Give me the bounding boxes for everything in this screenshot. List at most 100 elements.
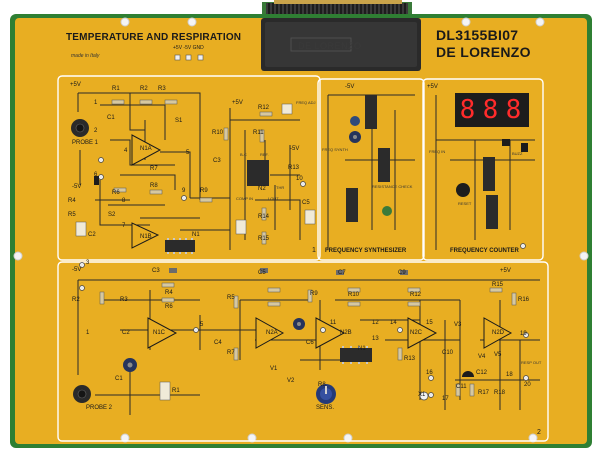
board-title: TEMPERATURE AND RESPIRATION <box>66 32 242 43</box>
label-r6-b: R6 <box>165 304 173 310</box>
label-r7: R7 <box>150 166 158 172</box>
display-driver-module <box>261 18 421 71</box>
label-r15: R15 <box>258 236 270 242</box>
label-n1: N1 <box>192 232 200 238</box>
sensitivity-knob <box>316 384 336 404</box>
label-n1b: N1B <box>140 234 152 240</box>
label-p11: 11 <box>330 320 337 326</box>
label-res-check: RESISTANCE CHECK <box>372 184 413 189</box>
label-r16: R16 <box>518 297 530 303</box>
label-r14: R14 <box>258 214 270 220</box>
label-plus5v-4: +5V <box>500 268 511 274</box>
display-digit-2: 8 <box>482 95 499 125</box>
resistors <box>99 99 517 401</box>
label-r4: R4 <box>68 198 76 204</box>
label-n1c: N1C <box>153 330 166 336</box>
label-v3: V3 <box>454 322 462 328</box>
label-p20: 20 <box>524 382 531 388</box>
frequency-counter-label: FREQUENCY COUNTER <box>450 248 519 254</box>
label-minus5v-2: -5V <box>290 146 300 152</box>
label-freq-adj: FREQ ADJ <box>296 100 316 105</box>
label-r18: R18 <box>494 390 506 396</box>
label-c1: C1 <box>107 115 115 121</box>
integrated-circuits <box>165 95 498 362</box>
label-r10: R10 <box>212 130 224 136</box>
label-c9: C9 <box>398 270 406 276</box>
section-1-number: 1 <box>312 247 316 254</box>
label-r4-b: R4 <box>165 290 173 296</box>
label-minus5v-4: -5V <box>72 267 82 273</box>
mounting-holes <box>13 17 589 443</box>
crystal <box>382 206 392 216</box>
label-c5-b: C5 <box>258 270 266 276</box>
label-n2: N2 <box>258 186 266 192</box>
label-c2: C2 <box>88 232 96 238</box>
label-thr: THR <box>276 185 285 190</box>
label-buzz: BUZZ <box>512 151 523 156</box>
label-v4: V4 <box>478 354 486 360</box>
label-c12: C12 <box>476 370 488 376</box>
label-comp-in: COMP IN <box>236 196 254 201</box>
op-amp-symbols <box>131 134 513 349</box>
label-r6: R6 <box>112 190 120 196</box>
label-c3: C3 <box>213 158 221 164</box>
label-c4: C4 <box>214 340 222 346</box>
label-p5: 5 <box>186 150 190 156</box>
label-p16: 16 <box>426 370 433 376</box>
label-p9: 9 <box>182 188 186 194</box>
probe-2-label: PROBE 2 <box>86 405 113 411</box>
label-v2: V2 <box>287 378 295 384</box>
label-r5: R5 <box>68 212 76 218</box>
capacitors <box>75 103 408 372</box>
chip-marking: DE LORENZO <box>298 41 362 51</box>
label-r1: R1 <box>112 86 120 92</box>
label-plus5v-3: +5V <box>427 84 438 90</box>
label-p7: 7 <box>122 223 126 229</box>
label-r3: R3 <box>158 86 166 92</box>
label-r7-b: R7 <box>227 350 235 356</box>
label-minus5v-1: -5V <box>72 184 82 190</box>
label-c1-b: C1 <box>115 376 123 382</box>
label-i-out: I OUT <box>268 196 279 201</box>
label-p18: 18 <box>506 372 513 378</box>
label-r2: R2 <box>140 86 148 92</box>
probe-1-label: PROBE 1 <box>72 140 99 146</box>
label-freq-in: FREQ IN <box>429 149 446 154</box>
label-s1: S1 <box>175 118 183 124</box>
label-x1: X1 <box>418 392 426 398</box>
label-r12: R12 <box>258 105 270 111</box>
label-n1-b: N1 <box>358 346 366 352</box>
power-labels: +5V -5V GND <box>173 45 204 51</box>
buzzer <box>456 183 470 197</box>
display-digit-3: 8 <box>505 95 522 125</box>
label-c5: C5 <box>302 200 310 206</box>
brand-logo: DE LORENZO <box>436 44 531 60</box>
transistors <box>94 139 528 377</box>
edge-connector <box>262 0 412 16</box>
label-plus5v-1: +5V <box>70 82 81 88</box>
label-v1: V1 <box>270 366 278 372</box>
label-v5: V5 <box>494 352 502 358</box>
label-ref: REF. <box>260 152 269 157</box>
label-r8-b: R8 <box>318 382 326 388</box>
made-in-label: made in Italy <box>71 53 100 59</box>
label-c6: C6 <box>306 340 314 346</box>
label-r13: R13 <box>288 165 300 171</box>
label-resp-out: RESP OUT <box>521 360 542 365</box>
label-sens: SENS. <box>316 405 335 411</box>
label-p17: 17 <box>442 396 449 402</box>
label-plus5v-2: +5V <box>232 100 243 106</box>
label-p2: 2 <box>94 128 98 134</box>
label-r9: R9 <box>200 188 208 194</box>
label-r10-b: R10 <box>348 292 360 298</box>
label-p12: 12 <box>372 320 379 326</box>
label-r2-b: R2 <box>72 297 80 303</box>
label-r12-b: R12 <box>410 292 422 298</box>
label-reset: RESET <box>458 201 472 206</box>
label-freq-synth: FREQ SYNTH <box>322 147 348 152</box>
label-r9-b: R9 <box>310 291 318 297</box>
label-s2: S2 <box>108 212 116 218</box>
label-c3-b: C3 <box>152 268 160 274</box>
label-n2b: N2B <box>340 330 352 336</box>
